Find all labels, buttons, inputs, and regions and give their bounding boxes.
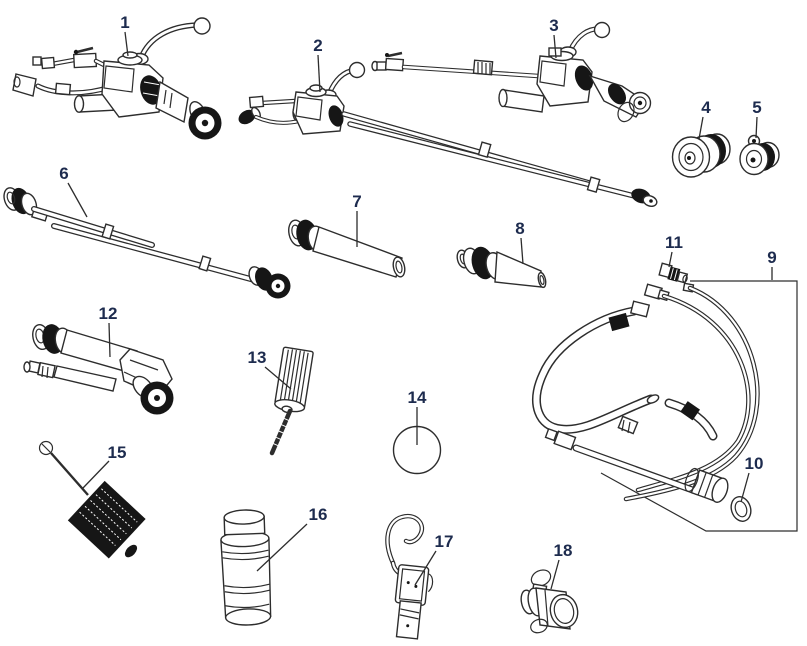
- part-8-tapered-nozzle-tube: [456, 246, 547, 289]
- part-label-8: 8: [515, 219, 524, 238]
- part-label-13: 13: [248, 348, 267, 367]
- part-label-12: 12: [99, 304, 118, 323]
- part-label-18: 18: [554, 541, 573, 560]
- part-9-bracket: [600, 280, 798, 532]
- part-5-round-nozzle-small: [739, 134, 780, 176]
- leader-line-5: [755, 116, 758, 139]
- part-label-1: 1: [120, 13, 129, 32]
- part-11-hose-fitting: [658, 262, 689, 284]
- part-17-hanger-hook-clip: [385, 513, 434, 640]
- leader-line-11: [668, 251, 673, 268]
- part-label-15: 15: [108, 443, 127, 462]
- leader-line-15: [82, 460, 110, 489]
- part-7-straight-extension-tube: [288, 219, 406, 278]
- part-label-4: 4: [701, 98, 711, 117]
- part-label-2: 2: [313, 36, 322, 55]
- part-10-o-ring: [730, 496, 752, 522]
- leader-line-6: [67, 182, 88, 218]
- part-label-14: 14: [408, 388, 427, 407]
- part-18-hose-coupler: [520, 569, 579, 634]
- part-9-hose-kit: [532, 280, 798, 532]
- leader-line-10: [740, 472, 750, 503]
- part-label-11: 11: [665, 233, 683, 252]
- leader-line-1: [124, 31, 129, 57]
- part-1-spray-gun-valve-assembly: [12, 17, 222, 140]
- part-label-3: 3: [549, 16, 558, 35]
- part-label-17: 17: [435, 532, 454, 551]
- part-label-5: 5: [752, 98, 761, 117]
- part-label-9: 9: [767, 248, 776, 267]
- leader-line-8: [520, 237, 524, 265]
- part-label-7: 7: [352, 192, 361, 211]
- part-3-spray-valve-with-angled-nozzle: [371, 21, 652, 123]
- leader-line-2: [317, 54, 321, 93]
- part-6-two-piece-extension-wand: [3, 187, 291, 299]
- part-2-spray-valve-with-long-wand: [238, 61, 658, 207]
- part-13-cleaning-needle-tool: [269, 346, 314, 456]
- part-16-aerosol-can: [220, 509, 272, 626]
- part-4-round-nozzle-large: [671, 133, 731, 178]
- part-label-10: 10: [745, 454, 764, 473]
- leader-line-16: [256, 523, 308, 572]
- leader-line-12: [108, 322, 111, 358]
- leader-line-3: [553, 34, 557, 59]
- part-label-6: 6: [59, 164, 68, 183]
- part-15-cleaning-brush: [38, 440, 146, 559]
- leader-line-18: [550, 559, 560, 590]
- leader-line-4: [698, 116, 704, 140]
- leader-line-13: [264, 366, 292, 390]
- part-12-angled-nozzle-adapter: [23, 323, 174, 415]
- leader-line-17: [414, 550, 437, 586]
- part-label-16: 16: [309, 505, 328, 524]
